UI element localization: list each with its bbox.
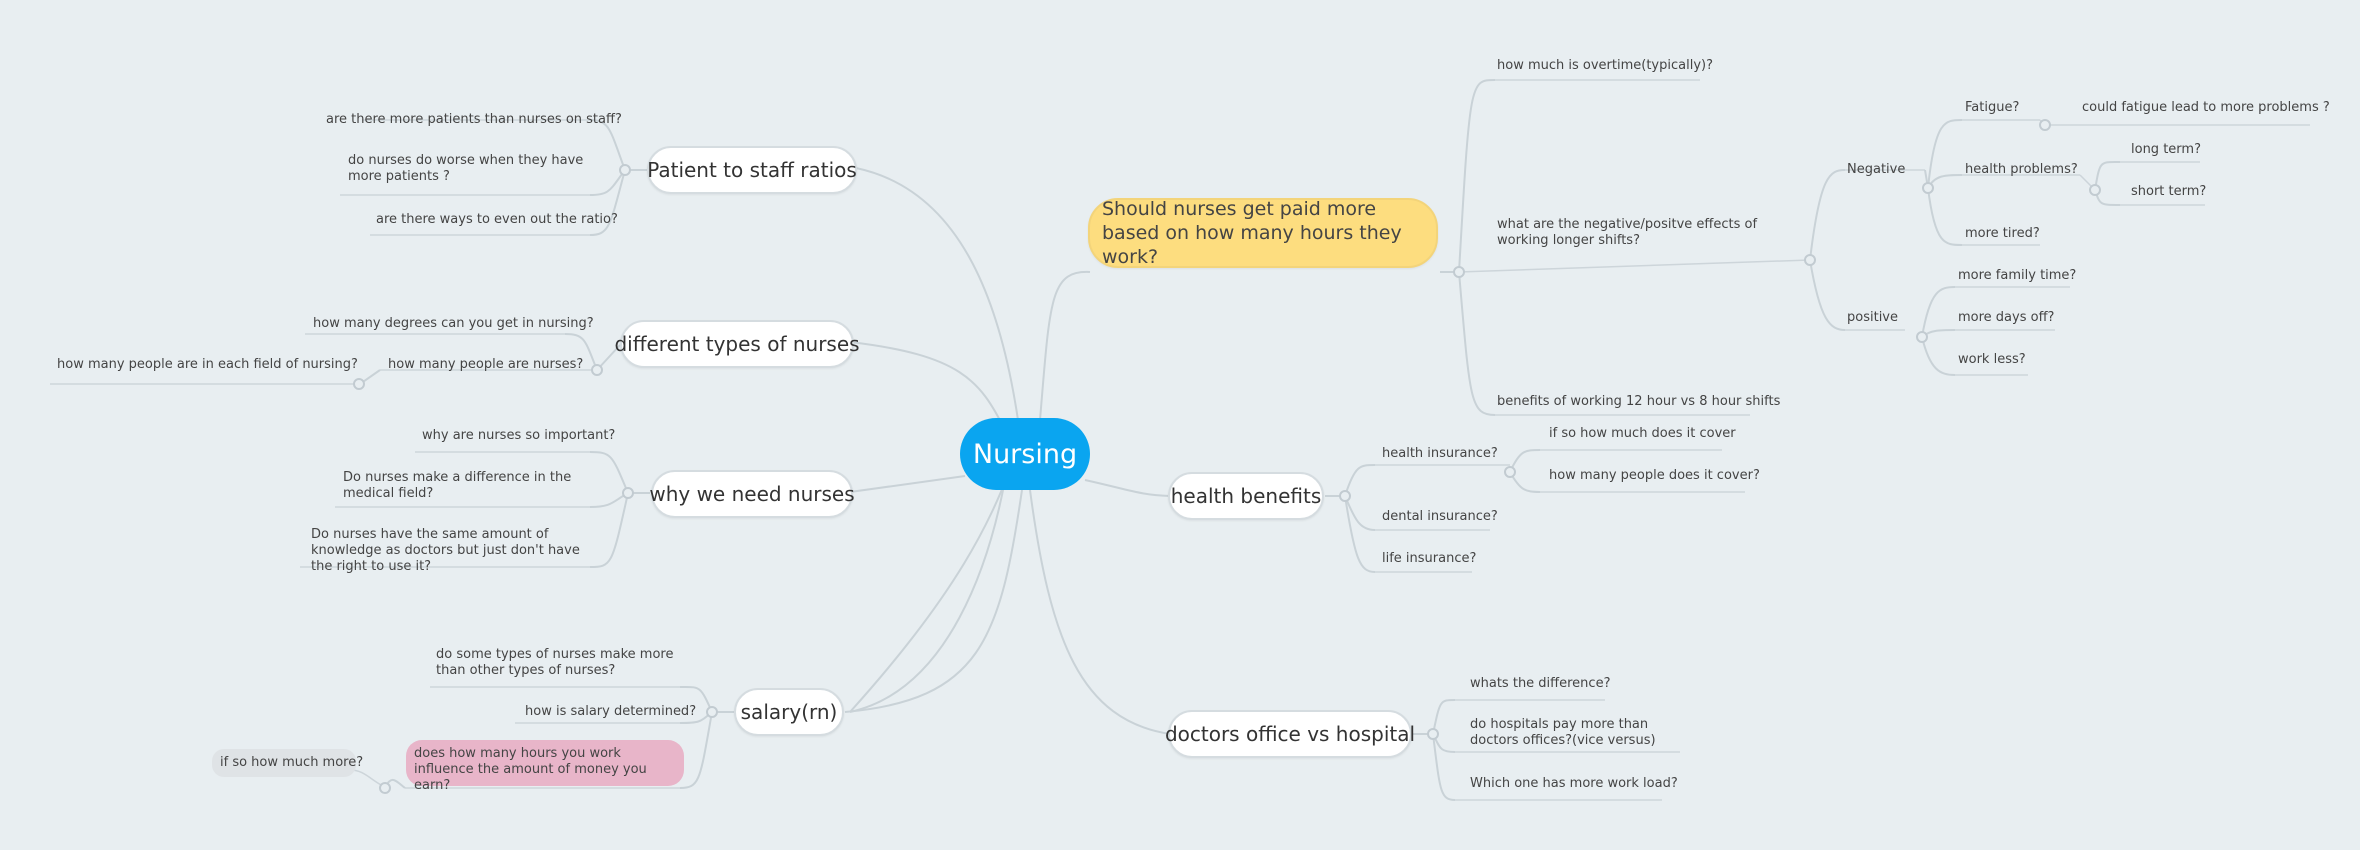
subtopic-health-insurance[interactable]: health insurance?: [1382, 446, 1498, 461]
topic-salary[interactable]: salary(rn): [734, 688, 844, 736]
subtopic-shift-effects[interactable]: what are the negative/positve effects of…: [1497, 217, 1758, 248]
subtopic-fatigue[interactable]: Fatigue?: [1965, 100, 2020, 115]
subtopic-long-term[interactable]: long term?: [2131, 142, 2201, 157]
topic-doctors-office-vs-hospital[interactable]: doctors office vs hospital: [1165, 710, 1415, 758]
subtopic-types-make-more[interactable]: do some types of nurses make more than o…: [436, 647, 674, 678]
subtopic-negative[interactable]: Negative: [1847, 162, 1906, 177]
topic-different-types-of-nurses[interactable]: different types of nurses: [614, 320, 860, 368]
subtopic-how-many-covered[interactable]: how many people does it cover?: [1549, 468, 1760, 483]
subtopic-how-much-cover[interactable]: if so how much does it cover: [1549, 426, 1736, 441]
subtopic-positive[interactable]: positive: [1847, 310, 1898, 325]
subtopic-how-many-nurses[interactable]: how many people are nurses?: [388, 357, 584, 372]
subtopic-family-time[interactable]: more family time?: [1958, 268, 2077, 283]
subtopic-work-less[interactable]: work less?: [1958, 352, 2026, 367]
subtopic-nurses-do-worse[interactable]: do nurses do worse when they have more p…: [348, 153, 584, 184]
subtopic-same-knowledge[interactable]: Do nurses have the same amount of knowle…: [311, 527, 580, 574]
central-topic[interactable]: Nursing: [960, 418, 1090, 490]
subtopic-make-difference[interactable]: Do nurses make a difference in the medic…: [343, 470, 572, 501]
topic-why-we-need-nurses[interactable]: why we need nurses: [649, 470, 855, 518]
subtopic-whats-difference[interactable]: whats the difference?: [1470, 676, 1611, 691]
subtopic-hospitals-pay-more[interactable]: do hospitals pay more than doctors offic…: [1470, 717, 1656, 748]
subtopic-short-term[interactable]: short term?: [2131, 184, 2207, 199]
subtopic-days-off[interactable]: more days off?: [1958, 310, 2055, 325]
subtopic-fatigue-problems[interactable]: could fatigue lead to more problems ?: [2082, 100, 2330, 115]
subtopic-dental-insurance[interactable]: dental insurance?: [1382, 509, 1498, 524]
subtopic-more-tired[interactable]: more tired?: [1965, 226, 2040, 241]
topic-patient-staff-ratios[interactable]: Patient to staff ratios: [647, 146, 857, 194]
subtopic-overtime[interactable]: how much is overtime(typically)?: [1497, 58, 1713, 73]
subtopic-how-many-degrees[interactable]: how many degrees can you get in nursing?: [313, 316, 594, 331]
subtopic-why-important[interactable]: why are nurses so important?: [422, 428, 616, 443]
subtopic-hours-influence-pay[interactable]: does how many hours you work influence t…: [406, 740, 684, 793]
topic-paid-more-hours[interactable]: Should nurses get paid more based on how…: [1088, 198, 1438, 268]
topic-health-benefits[interactable]: health benefits: [1168, 472, 1324, 520]
subtopic-benefits-12-vs-8[interactable]: benefits of working 12 hour vs 8 hour sh…: [1497, 394, 1781, 409]
subtopic-more-patients[interactable]: are there more patients than nurses on s…: [326, 112, 622, 127]
subtopic-people-each-field[interactable]: how many people are in each field of nur…: [57, 357, 358, 372]
subtopic-health-problems[interactable]: health problems?: [1965, 162, 2078, 177]
subtopic-salary-determined[interactable]: how is salary determined?: [525, 704, 697, 719]
subtopic-how-much-more[interactable]: if so how much more?: [212, 749, 363, 777]
subtopic-even-out-ratio[interactable]: are there ways to even out the ratio?: [376, 212, 618, 227]
subtopic-more-work-load[interactable]: Which one has more work load?: [1470, 776, 1678, 791]
subtopic-life-insurance[interactable]: life insurance?: [1382, 551, 1477, 566]
